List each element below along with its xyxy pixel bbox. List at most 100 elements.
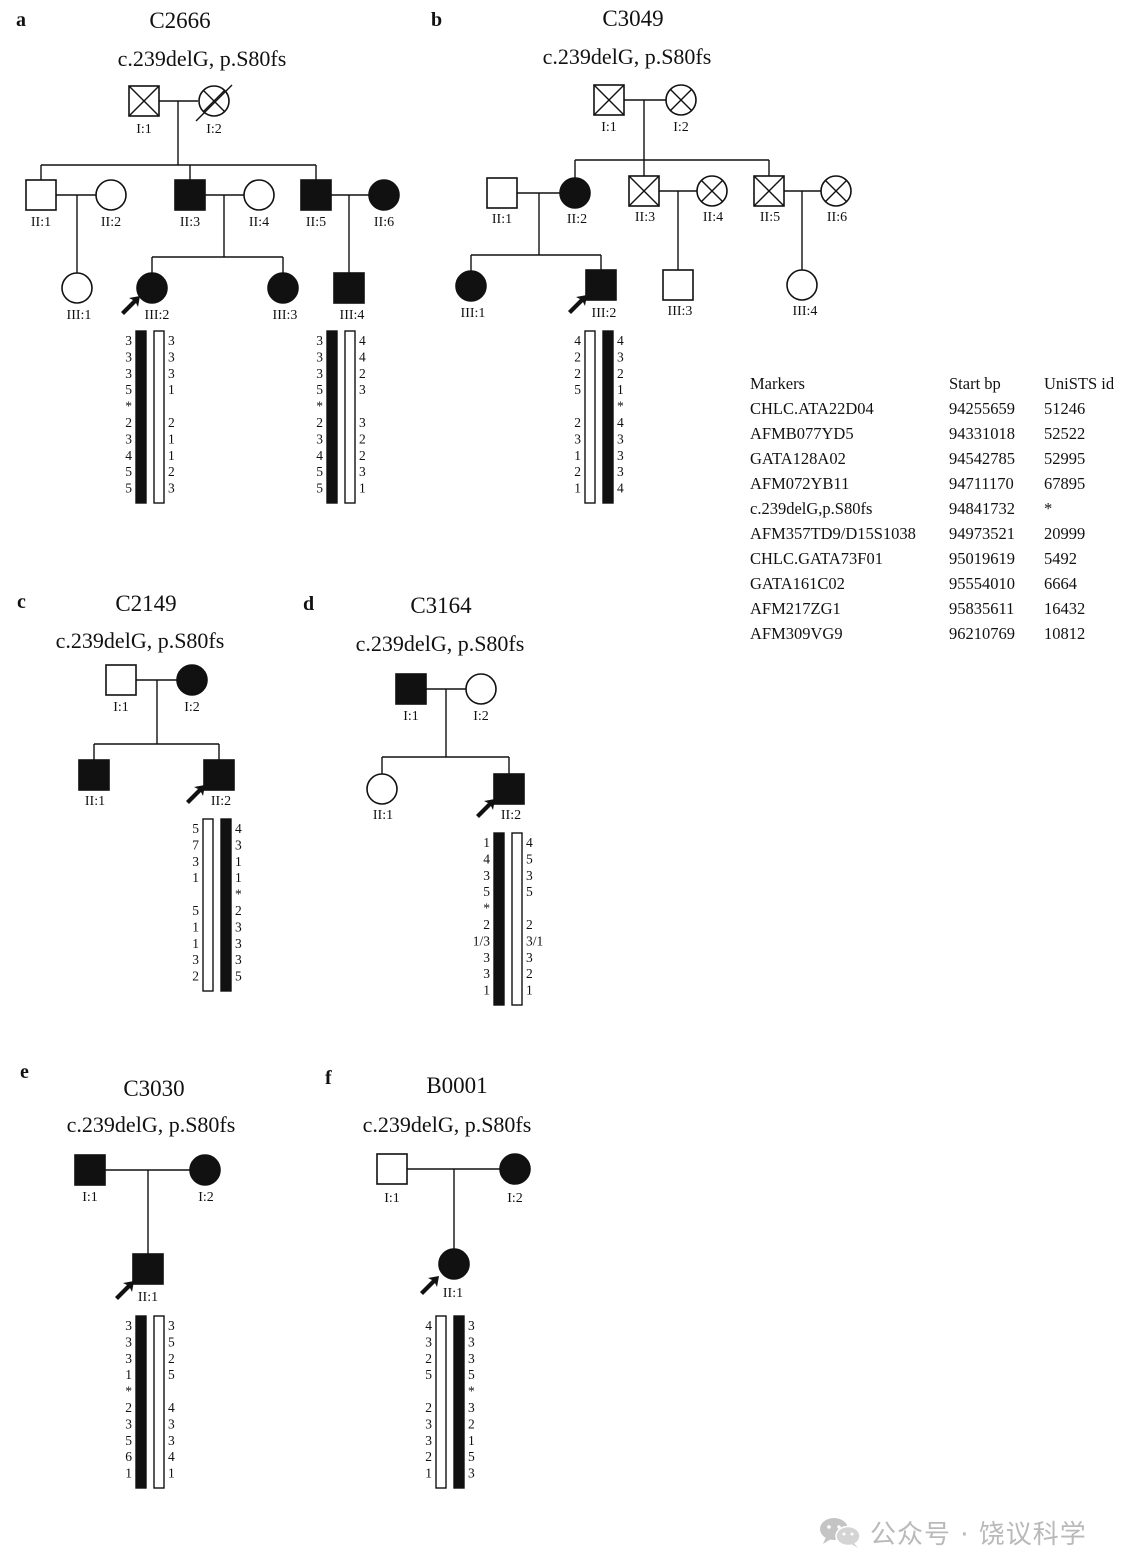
- allele-right: 3: [168, 1433, 175, 1448]
- allele-left: 5: [483, 884, 490, 899]
- marker-table: Markers Start bp UniSTS id CHLC.ATA22D04…: [750, 374, 1115, 643]
- family-id-c3030: C3030: [123, 1076, 184, 1101]
- label-a-ii6: II:6: [374, 215, 394, 230]
- marker-name: GATA128A02: [750, 449, 846, 468]
- allele-left: 5: [125, 382, 132, 397]
- marker-start-bp: 96210769: [949, 624, 1015, 643]
- label-b-ii2: II:2: [567, 212, 587, 227]
- proband-arrow-icon: [420, 1276, 439, 1295]
- label-d-ii1: II:1: [373, 808, 393, 823]
- panel-letter-e: e: [20, 1061, 29, 1083]
- marker-name: GATA161C02: [750, 574, 845, 593]
- allele-left: 1: [192, 919, 199, 934]
- allele-left: 4: [574, 333, 581, 348]
- allele-right: 1: [526, 983, 533, 998]
- pedigree-lines-b: [470, 99, 821, 271]
- haplotype-bar-left: [435, 1315, 447, 1489]
- allele-right: 3: [468, 1318, 475, 1333]
- allele-left: 4: [316, 448, 323, 463]
- haplotype-bar-right: [153, 1315, 165, 1489]
- label-a-ii4: II:4: [249, 215, 269, 230]
- proband-arrow-icon: [115, 1281, 134, 1300]
- label-a-iii3: III:3: [273, 308, 298, 323]
- label-b-ii3: II:3: [635, 210, 655, 225]
- individual-a-ii2: II:2: [95, 179, 127, 230]
- individual-a-i2: I:2: [195, 84, 233, 137]
- marker-unists-id: 10812: [1044, 624, 1085, 643]
- proband-arrow-icon: [186, 785, 205, 804]
- allele-right: 3: [617, 464, 624, 479]
- marker-header: Markers: [750, 374, 805, 393]
- pedigree-lines-e: [105, 1169, 190, 1254]
- individual-f-i1: I:1: [376, 1153, 408, 1206]
- allele-left: 5: [125, 481, 132, 496]
- allele-right: 5: [526, 884, 533, 899]
- allele-right: 2: [168, 464, 175, 479]
- allele-right: 4: [235, 821, 242, 836]
- allele-right: 5: [468, 1449, 475, 1464]
- allele-right: 5: [168, 1367, 175, 1382]
- allele-right: 3: [168, 1318, 175, 1333]
- allele-left: 2: [125, 1400, 132, 1415]
- label-a-ii3: II:3: [180, 215, 200, 230]
- allele-left: 3: [125, 1334, 132, 1349]
- individual-f-ii1: II:1: [420, 1248, 470, 1301]
- allele-left: 2: [425, 1449, 432, 1464]
- allele-left: 2: [192, 969, 199, 984]
- marker-unists-id: 52995: [1044, 449, 1085, 468]
- individual-b-ii5: II:5: [753, 175, 785, 225]
- allele-left: 3: [125, 366, 132, 381]
- allele-left: 2: [425, 1351, 432, 1366]
- individual-b-iii4: III:4: [786, 269, 818, 319]
- marker-start-bp: 94255659: [949, 399, 1015, 418]
- individual-c-i2: I:2: [176, 664, 208, 715]
- allele-left: 5: [425, 1367, 432, 1382]
- panel-f: f B0001 c.239delG, p.S80fs I:1 I:2 II:1 …: [325, 1067, 531, 1489]
- allele-right: 3/1: [526, 933, 543, 948]
- individual-b-ii1: II:1: [486, 177, 518, 227]
- allele-left: 5: [574, 382, 581, 397]
- allele-right: 2: [359, 366, 366, 381]
- allele-right: 3: [235, 936, 242, 951]
- allele-right: 2: [235, 903, 242, 918]
- label-b-iii3: III:3: [668, 304, 693, 319]
- watermark: 公众号 · 饶议科学: [818, 1512, 1087, 1552]
- allele-right: 3: [468, 1466, 475, 1481]
- haplotype-bar-right: [344, 330, 356, 504]
- label-a-iii4: III:4: [340, 308, 365, 323]
- allele-left: 7: [192, 837, 199, 852]
- allele-left: 5: [192, 821, 199, 836]
- label-c-i1: I:1: [113, 700, 129, 715]
- allele-right: 5: [235, 969, 242, 984]
- allele-left: 2: [574, 415, 581, 430]
- label-f-i2: I:2: [507, 1191, 523, 1206]
- allele-left: 2: [425, 1400, 432, 1415]
- marker-unists-id: 6664: [1044, 574, 1077, 593]
- label-b-ii5: II:5: [760, 210, 780, 225]
- individual-b-iii1: III:1: [455, 270, 487, 321]
- panel-letter-b: b: [431, 9, 442, 31]
- panel-letter-c: c: [17, 591, 26, 613]
- allele-left: 3: [316, 431, 323, 446]
- individual-d-i2: I:2: [465, 673, 497, 724]
- allele-right: 3: [526, 950, 533, 965]
- haplotype-bar-left: [493, 832, 505, 1006]
- pedigree-lines-d: [381, 688, 510, 774]
- haplotype-bar-right: [453, 1315, 465, 1489]
- allele-right: 2: [526, 917, 533, 932]
- allele-right: 2: [168, 415, 175, 430]
- marker-start-bp: 94973521: [949, 524, 1015, 543]
- allele-left: 3: [125, 333, 132, 348]
- allele-left: 1: [483, 983, 490, 998]
- allele-right: 3: [235, 919, 242, 934]
- allele-right: 3: [617, 431, 624, 446]
- individual-b-iii3: III:3: [662, 269, 694, 319]
- pedigree-lines-c: [93, 679, 220, 760]
- panel-letter-f: f: [325, 1067, 332, 1089]
- allele-left: 1: [574, 448, 581, 463]
